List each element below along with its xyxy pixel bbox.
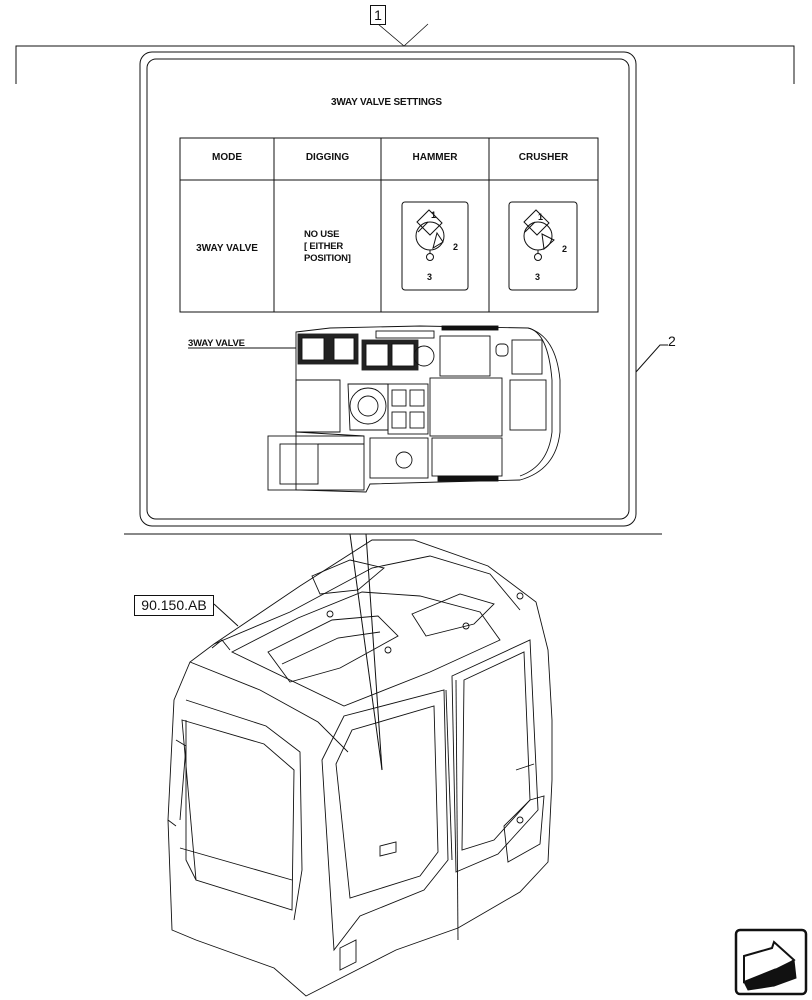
header-digging: DIGGING	[305, 152, 350, 163]
crusher-valve-symbol	[508, 201, 578, 291]
crusher-position-1: 1	[538, 212, 543, 222]
hammer-valve-symbol	[401, 201, 469, 291]
decal-title: 3WAY VALVE SETTINGS	[331, 97, 442, 108]
ref-code-label: 90.150.AB	[141, 597, 207, 613]
item-1-bracket	[15, 23, 795, 84]
decal-inner-frame	[146, 58, 630, 520]
item-1-number: 1	[374, 7, 382, 23]
settings-table	[179, 137, 599, 313]
hammer-position-3: 3	[427, 272, 432, 282]
header-hammer: HAMMER	[412, 152, 458, 163]
crusher-position-3: 3	[535, 272, 540, 282]
item-1-callout[interactable]: 1	[370, 5, 386, 25]
operator-cab-drawing	[167, 539, 553, 997]
plan-view-label: 3WAY VALVE	[188, 338, 245, 349]
decal-leader-line	[349, 533, 383, 771]
crusher-position-2: 2	[562, 244, 567, 254]
item-2-number: 2	[668, 333, 676, 349]
decal-outer-frame	[139, 51, 637, 527]
hammer-position-2: 2	[453, 242, 458, 252]
header-crusher: CRUSHER	[518, 152, 569, 163]
digging-line-2: [ EITHER	[304, 241, 344, 252]
ref-code-callout[interactable]: 90.150.AB	[134, 595, 214, 616]
digging-line-1: NO USE	[304, 229, 340, 240]
header-mode: MODE	[212, 152, 242, 163]
decal-leader-line-2	[365, 533, 383, 771]
digging-line-3: POSITION]	[304, 253, 351, 264]
arrow-next-icon[interactable]	[734, 928, 808, 996]
ref-code-leader	[213, 603, 239, 627]
digging-cell-text: NO USE [ EITHER POSITION]	[304, 229, 351, 265]
upperstructure-plan-view	[188, 325, 561, 493]
hammer-position-1: 1	[431, 210, 436, 220]
item-2-callout[interactable]: 2	[668, 333, 676, 349]
item-2-leader	[635, 344, 668, 373]
row-label-3way-valve: 3WAY VALVE	[196, 243, 258, 254]
